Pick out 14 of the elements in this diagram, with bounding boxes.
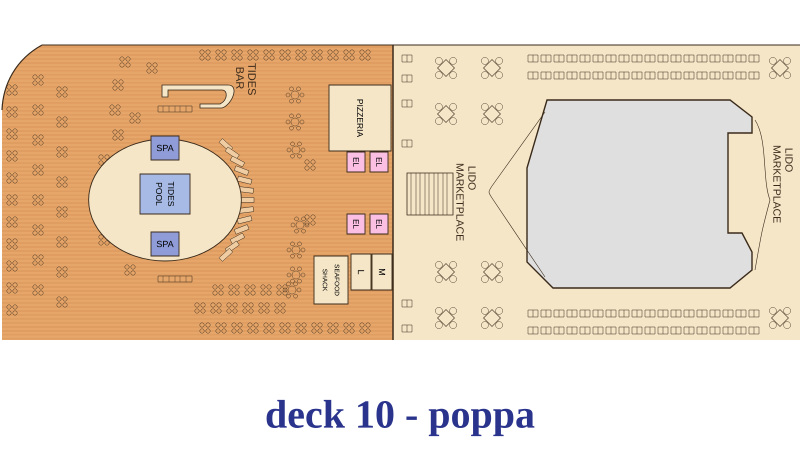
pool-box: TIDES POOL <box>140 174 190 214</box>
area-label: LIDO MARKETPLACE <box>773 146 793 223</box>
spa-box: SPA <box>150 136 180 160</box>
room-box: EL <box>346 152 366 172</box>
room-box: PIZZERIA <box>328 84 392 152</box>
room-box: M <box>372 254 392 290</box>
area-label: LIDO MARKETPLACE <box>456 164 476 241</box>
room-box: L <box>350 254 372 290</box>
area-label: TIDES BAR <box>236 63 256 95</box>
room-box: EL <box>346 214 366 234</box>
room-box: EL <box>370 152 388 172</box>
spa-box: SPA <box>150 232 180 256</box>
title: deck 10 - poppa <box>266 400 534 436</box>
room-box: EL <box>370 214 388 234</box>
